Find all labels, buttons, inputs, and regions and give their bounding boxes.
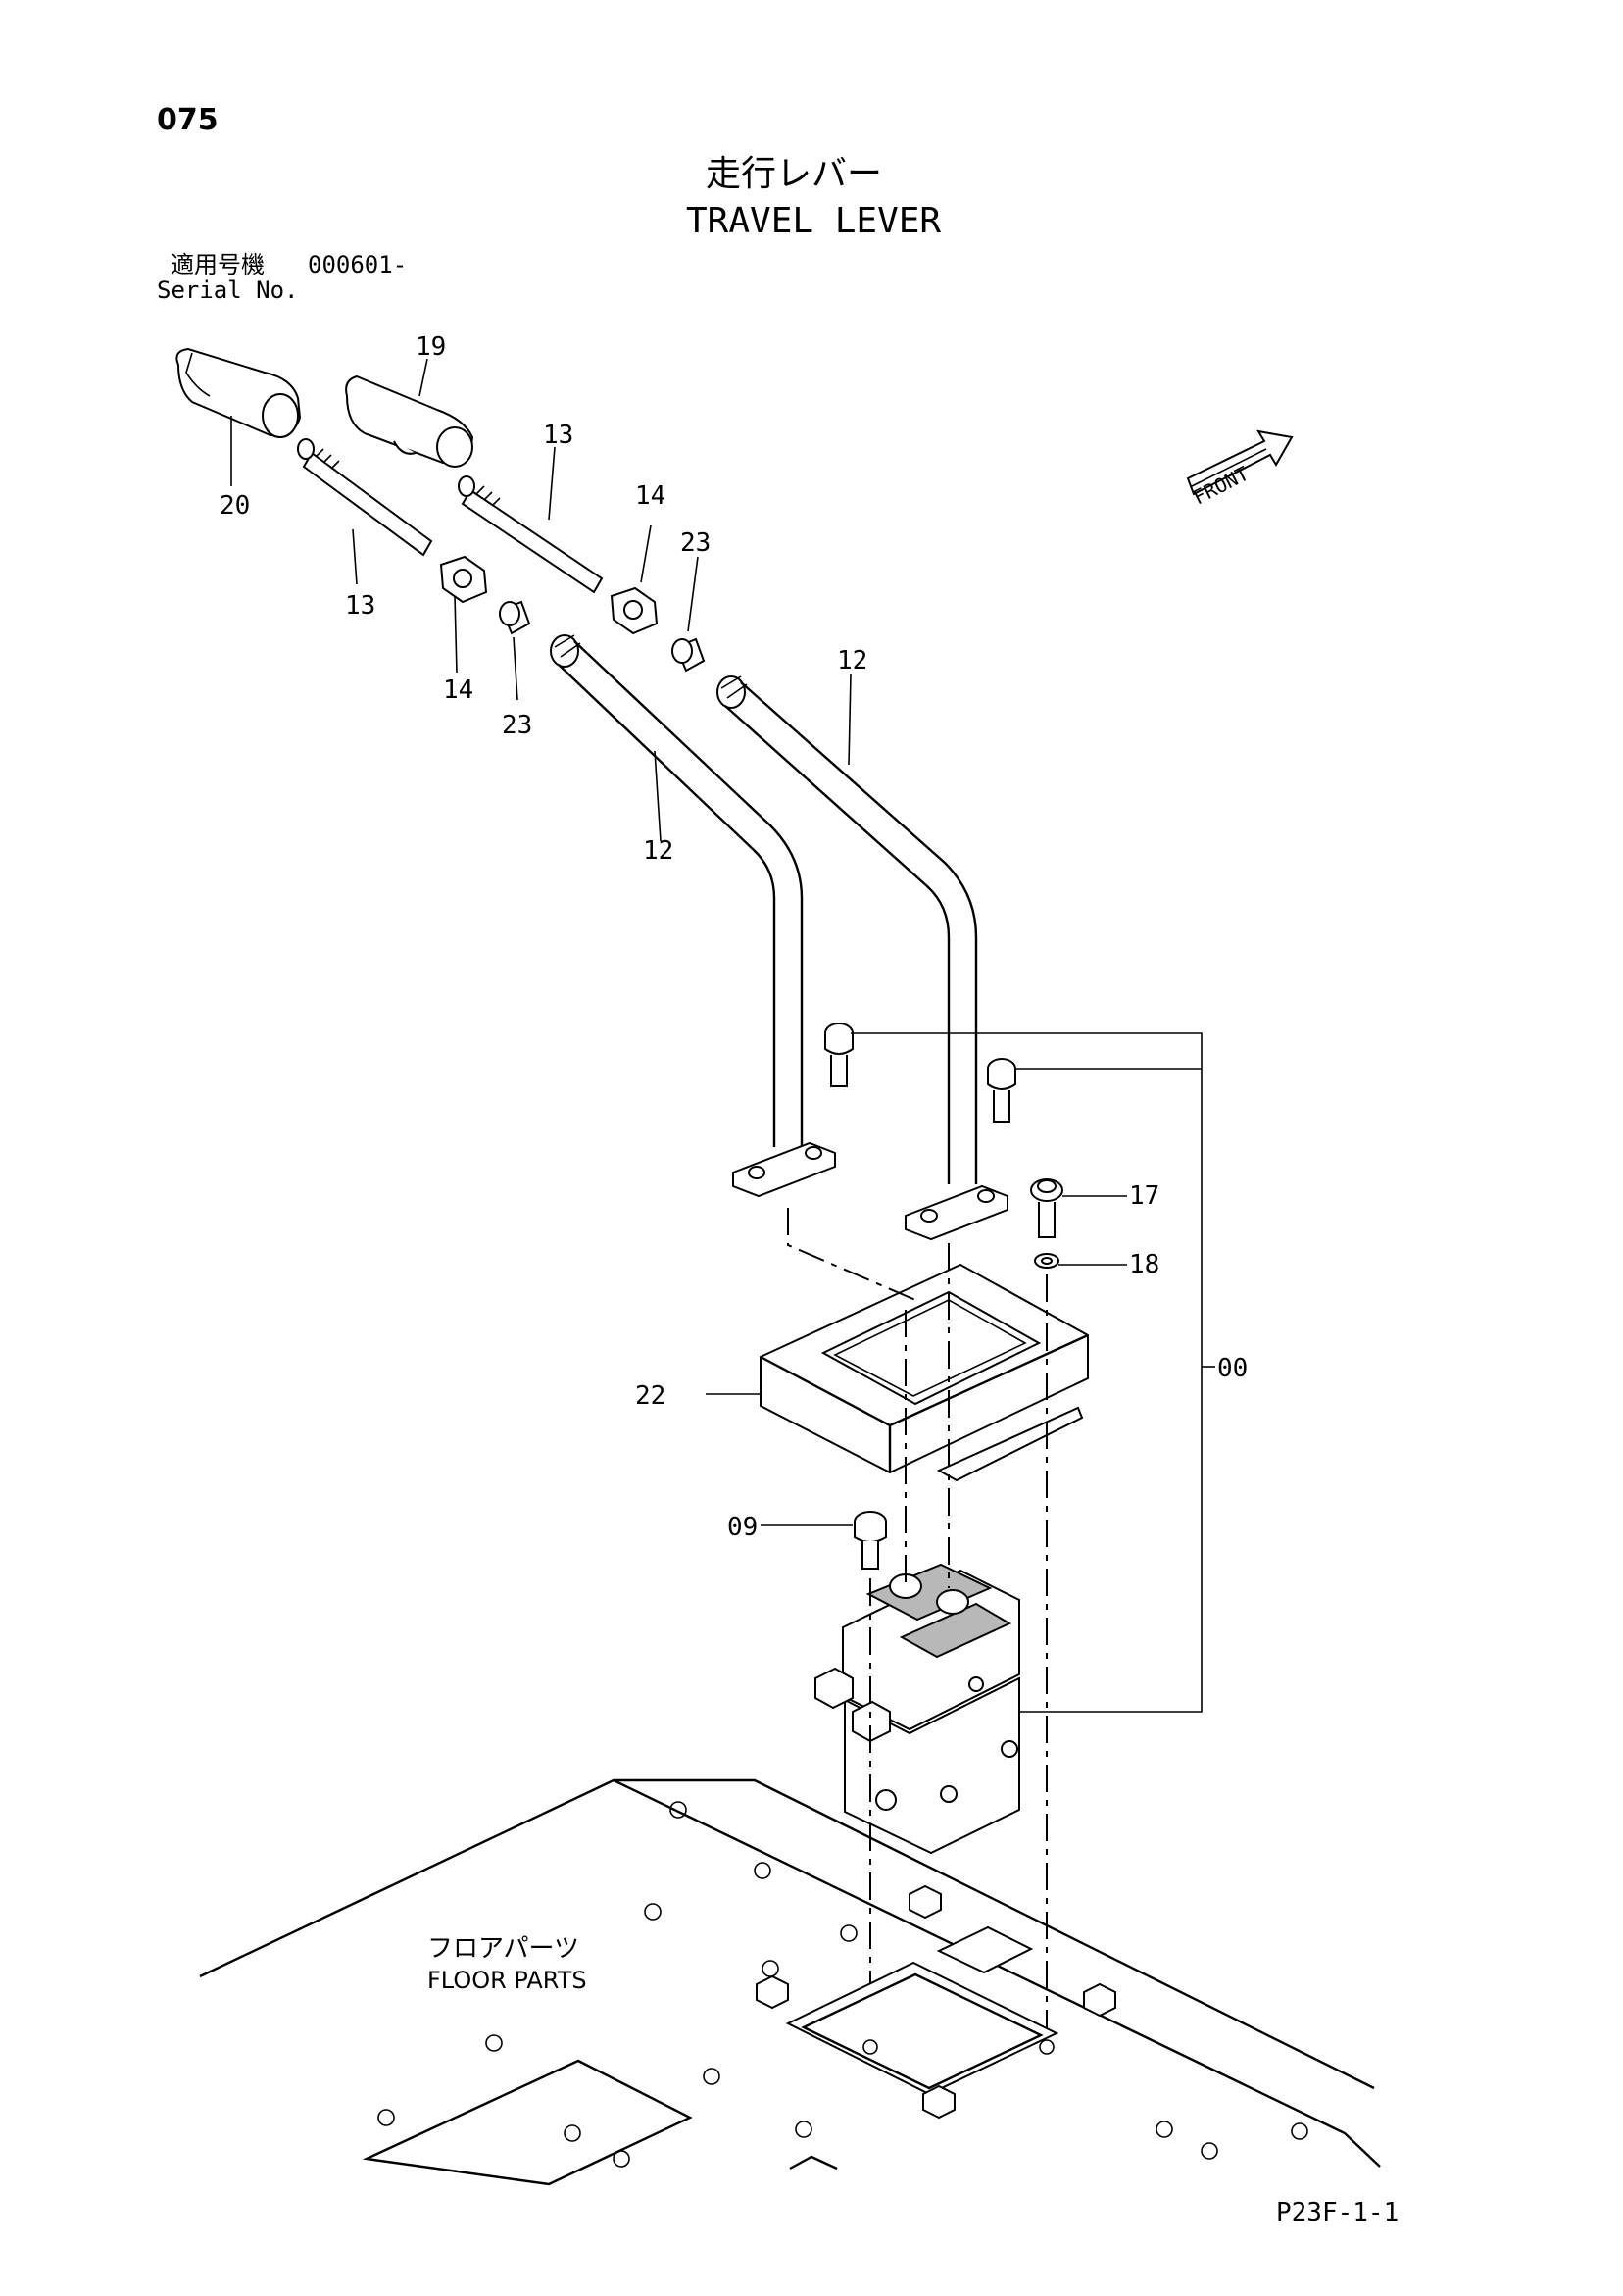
nut-right bbox=[610, 586, 659, 635]
title-japanese: 走行レバー bbox=[706, 154, 883, 194]
alignment-lines bbox=[787, 1208, 1048, 2039]
lever-tube-left bbox=[550, 634, 804, 1147]
bolt-09 bbox=[854, 1511, 887, 1570]
floor-parts-label-english: FLOOR PARTS bbox=[427, 1967, 587, 1994]
washer-18 bbox=[1034, 1253, 1059, 1269]
grip-left bbox=[175, 347, 302, 438]
leader-lines bbox=[230, 358, 1215, 1713]
nut-left bbox=[439, 555, 488, 604]
bolt-upper-left bbox=[824, 1023, 854, 1087]
pilot-valve bbox=[814, 1563, 1020, 1855]
page-number: 075 bbox=[157, 103, 219, 137]
rod-left bbox=[297, 438, 433, 557]
serial-label-japanese: 適用号機 bbox=[171, 251, 265, 278]
callout-17: 17 bbox=[1129, 1181, 1159, 1211]
rod-right bbox=[458, 475, 604, 594]
floor-parts-label-japanese: フロアパーツ bbox=[427, 1934, 579, 1964]
callout-12-right: 12 bbox=[837, 646, 867, 675]
grip-right bbox=[345, 374, 474, 468]
reference-code: P23F-1-1 bbox=[1276, 2198, 1400, 2227]
callout-09: 09 bbox=[727, 1513, 758, 1542]
callout-23-lower: 23 bbox=[502, 711, 532, 740]
title-english: TRAVEL LEVER bbox=[686, 201, 942, 241]
lever-tube-right bbox=[716, 675, 978, 1184]
callout-13-upper: 13 bbox=[543, 421, 573, 450]
callout-00: 00 bbox=[1217, 1354, 1248, 1383]
bolt-upper-right bbox=[987, 1058, 1016, 1123]
bushing-left bbox=[499, 600, 531, 635]
floor-parts bbox=[199, 1778, 1381, 2186]
callout-14-lower: 14 bbox=[443, 675, 473, 705]
cover-22 bbox=[760, 1263, 1089, 1482]
callout-18: 18 bbox=[1129, 1250, 1159, 1279]
bushing-right bbox=[671, 637, 706, 673]
front-arrow-icon: FRONT bbox=[1186, 429, 1294, 509]
bolt-17 bbox=[1030, 1178, 1063, 1238]
callout-22: 22 bbox=[635, 1381, 665, 1411]
callout-14-upper: 14 bbox=[635, 481, 665, 511]
serial-label-english: Serial No. bbox=[157, 276, 299, 304]
callout-13-lower: 13 bbox=[345, 591, 375, 621]
lever-plate-left bbox=[732, 1141, 836, 1198]
callout-19: 19 bbox=[416, 332, 446, 362]
serial-value: 000601- bbox=[308, 251, 408, 278]
callout-12-left: 12 bbox=[643, 836, 673, 866]
callout-20: 20 bbox=[220, 491, 250, 521]
lever-plate-right bbox=[905, 1184, 1008, 1241]
callout-23-upper: 23 bbox=[680, 528, 711, 558]
